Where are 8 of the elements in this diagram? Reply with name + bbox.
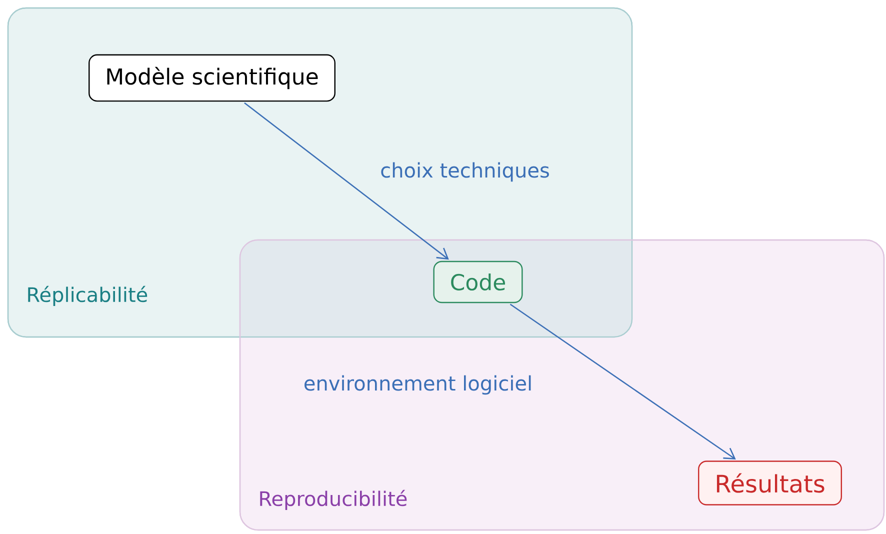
edge-label: choix techniques bbox=[381, 162, 549, 182]
text-box: Modèle scientifique bbox=[88, 54, 336, 102]
arrow bbox=[244, 102, 449, 260]
arrow bbox=[510, 304, 736, 460]
edge-label: environnement logiciel bbox=[304, 375, 531, 395]
region-label: Reproducibilité bbox=[260, 490, 407, 510]
text-box: Résultats bbox=[698, 460, 842, 506]
region-label: Réplicabilité bbox=[28, 286, 148, 306]
